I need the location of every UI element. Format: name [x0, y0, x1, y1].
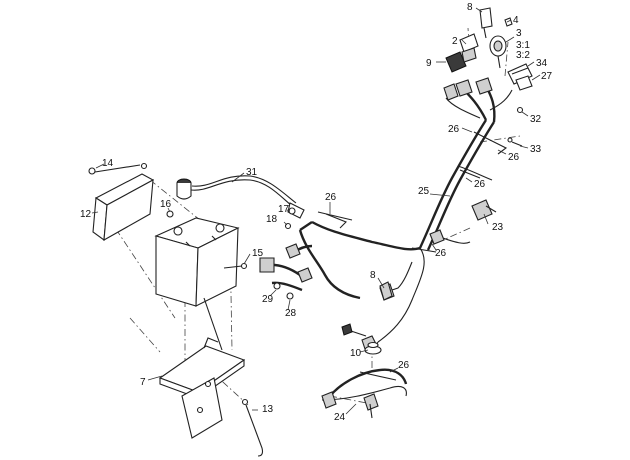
screw-29 — [273, 282, 281, 290]
callout-26-c: 26 — [474, 179, 486, 190]
callout-32: 32 — [530, 114, 542, 125]
callout-26-b: 26 — [508, 152, 520, 163]
callout-15: 15 — [252, 248, 264, 259]
harness-loop-24 — [321, 368, 408, 419]
callout-27: 27 — [541, 71, 553, 82]
callout-10: 10 — [350, 348, 362, 359]
callout-18: 18 — [266, 214, 278, 225]
nut-28 — [286, 292, 294, 300]
callout-33: 33 — [530, 144, 542, 155]
leader-lines — [91, 7, 541, 415]
callout-31: 31 — [246, 167, 258, 178]
callout-13: 13 — [262, 404, 274, 415]
battery-cable — [176, 175, 305, 219]
callout-24: 24 — [334, 412, 346, 423]
callout-14: 14 — [102, 158, 114, 169]
callout-26-e: 26 — [435, 248, 447, 259]
callout-17: 17 — [278, 204, 290, 215]
callout-23: 23 — [492, 222, 504, 233]
callout-12: 12 — [80, 209, 92, 220]
j-bolt-13 — [241, 398, 264, 457]
bolt-15 — [223, 265, 243, 269]
callout-26-f: 26 — [398, 360, 410, 371]
bolt-15-head — [240, 262, 248, 270]
callout-3-2: 3:2 — [516, 50, 530, 61]
callout-26-d: 26 — [325, 192, 337, 203]
callout-3-1: 3:1 — [516, 40, 530, 51]
callout-26-a: 26 — [448, 124, 460, 135]
switch-23 — [471, 199, 497, 221]
main-wire-harness — [259, 211, 425, 353]
hold-down-plate — [92, 173, 155, 242]
grommet-10 — [364, 341, 382, 355]
callout-8-top: 8 — [467, 2, 473, 13]
harness-trunk — [411, 119, 508, 253]
tray-rod — [203, 297, 223, 351]
callout-labels: 8 4 2 3 3:1 3:2 9 34 27 32 26 26 33 26 2… — [80, 2, 553, 423]
callout-7: 7 — [140, 377, 146, 388]
callout-8-lower: 8 — [370, 270, 376, 281]
battery — [154, 217, 240, 307]
callout-16: 16 — [160, 199, 172, 210]
callout-25: 25 — [418, 186, 430, 197]
callout-28: 28 — [285, 308, 297, 319]
battery-tray — [158, 337, 246, 439]
callout-2: 2 — [452, 36, 458, 47]
callout-29: 29 — [262, 294, 274, 305]
callout-4: 4 — [513, 15, 519, 26]
callout-9: 9 — [426, 58, 432, 69]
callout-34: 34 — [536, 58, 548, 69]
callout-3: 3 — [516, 28, 522, 39]
nut-16 — [166, 210, 174, 218]
bolt-14 — [88, 162, 148, 175]
